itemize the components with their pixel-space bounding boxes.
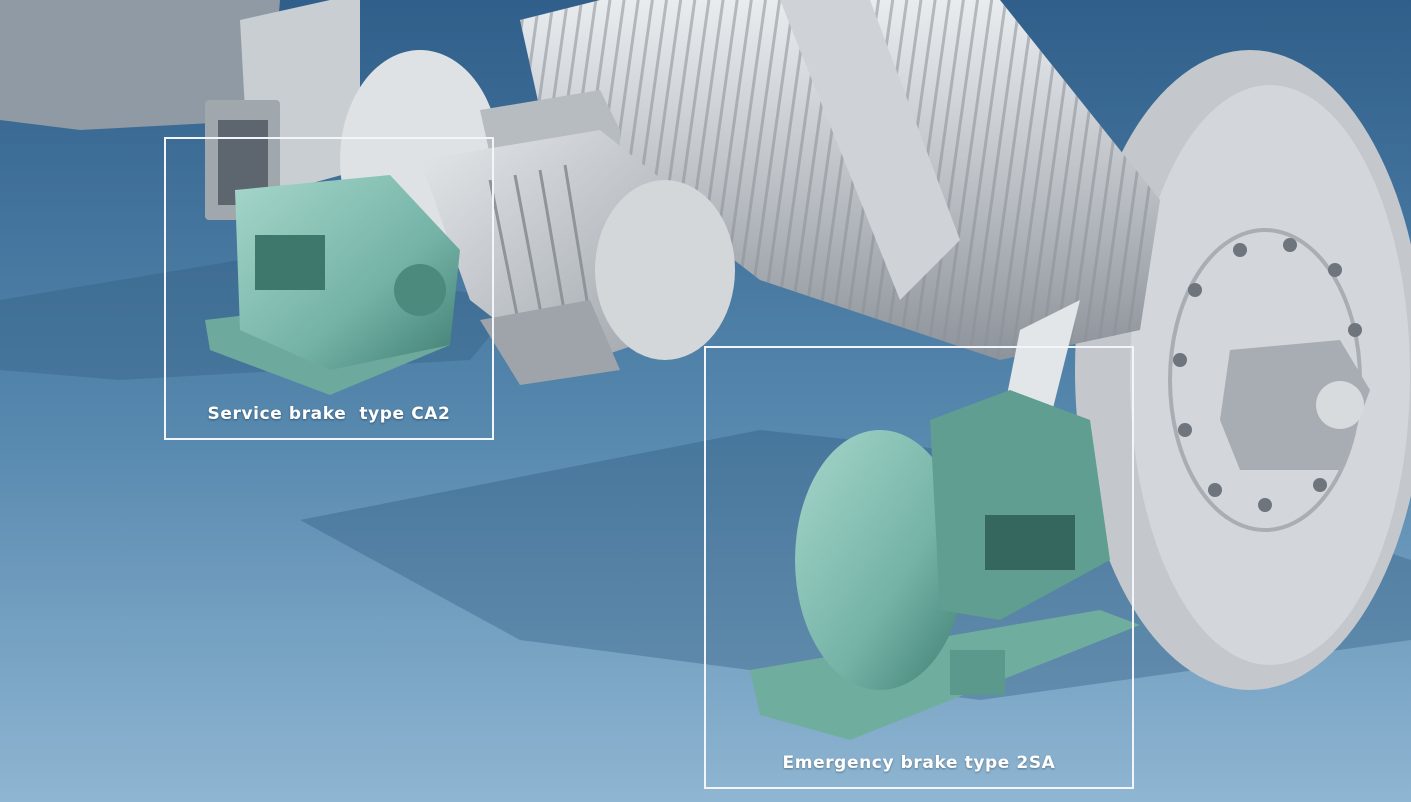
gearbox-housing (0, 0, 280, 130)
service-brake-body (235, 175, 460, 370)
service-brake-actuator (394, 264, 446, 316)
motor-foot (480, 300, 620, 385)
cable-grooves (520, 0, 1160, 360)
service-brake-caliper (255, 235, 325, 290)
flange-bolts (1173, 238, 1362, 512)
drum-center-band (780, 0, 960, 300)
emergency-brake-label: Emergency brake type 2SA (782, 753, 1056, 773)
emergency-brake-callout: Emergency brake type 2SA (704, 346, 1134, 789)
bearing-block (1220, 340, 1370, 470)
service-brake-label: Service brake type CA2 (207, 404, 451, 424)
emergency-brake-pad (985, 515, 1075, 570)
emergency-brake-base (750, 610, 1140, 740)
emergency-brake-block (950, 650, 1005, 695)
bearing-hub (1316, 381, 1364, 429)
emergency-brake-housing (795, 430, 965, 690)
service-brake-callout: Service brake type CA2 (164, 137, 494, 440)
motor-fan-cover (595, 180, 735, 360)
